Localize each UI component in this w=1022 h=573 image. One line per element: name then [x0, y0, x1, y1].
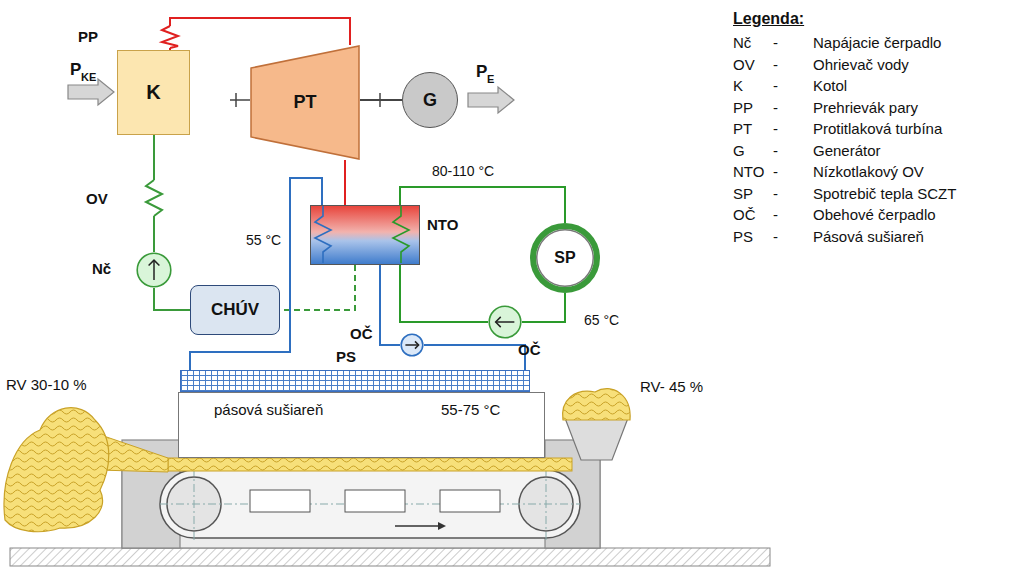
temperature-label: 55 °C [246, 232, 281, 248]
pump-arrow-head [496, 317, 501, 327]
heat-exchanger-box: NTO [310, 205, 420, 265]
hopper [565, 418, 628, 460]
pump-symbol [488, 305, 522, 339]
node-label: K [146, 81, 160, 104]
legend-entry: PP - Prehrievák pary [733, 99, 918, 116]
arrow-head [438, 522, 446, 530]
pipe-connector [400, 187, 565, 223]
temperature-label: 80-110 °C [432, 163, 494, 179]
legend-entry: PS - Pásová sušiareň [733, 228, 924, 245]
feed-pump: Nč [136, 252, 172, 288]
pump-symbol [400, 333, 424, 357]
heating-coil [393, 206, 409, 263]
wet-material-pile [563, 389, 631, 420]
pump-arrow-head [415, 341, 419, 348]
pipe-connector [190, 178, 322, 370]
belt-window [440, 490, 500, 512]
pipe-connector [424, 345, 525, 370]
node-label: G [423, 90, 437, 111]
heater-strip: PS [180, 370, 530, 392]
belt-direction-arrow [395, 525, 438, 527]
pump-arrow [496, 321, 515, 323]
pump-symbol [136, 252, 172, 288]
roller-axis [546, 468, 547, 540]
legend-entry: G - Generátor [733, 142, 881, 159]
turbine-trapezoid: PT [250, 45, 360, 160]
node-label: 55-75 °C [441, 401, 500, 418]
boiler-box: K [117, 50, 190, 135]
coil-symbols [311, 206, 418, 263]
pump-arrow-head [149, 260, 160, 265]
conveyor-belt [160, 470, 580, 538]
circulation-pump: OČ [488, 305, 522, 339]
legend-entry: PT - Protitlaková turbína [733, 120, 942, 137]
legend-entry: OV - Ohrievač vody [733, 56, 909, 73]
belt-window [345, 490, 405, 512]
belt-window [250, 490, 310, 512]
pipe-connector [344, 160, 346, 205]
generator-circle: G [402, 72, 458, 128]
legend-entry: OČ - Obehové čerpadlo [733, 206, 936, 223]
legend-entry: NTO - Nízkotlakový OV [733, 163, 924, 180]
legend-entry: K - Kotol [733, 77, 847, 94]
moisture-label: RV 30-10 % [6, 376, 87, 393]
node-label: pásová sušiareň [214, 401, 323, 418]
power-output-arrow [468, 87, 514, 113]
legend-entry: SP - Spotrebič tepla SCZT [733, 185, 956, 202]
node-label: CHÚV [211, 300, 259, 320]
superheater-zigzag [162, 26, 178, 48]
temperature-label: 65 °C [584, 312, 619, 328]
material-layer [168, 458, 572, 471]
roller-axis [194, 468, 195, 540]
legend-entry: Nč - Napájacie čerpadlo [733, 34, 941, 51]
pipe-connector [154, 288, 190, 310]
pump-circle [137, 253, 171, 287]
circulation-pump: OČ [400, 333, 424, 357]
dry-material-pile [4, 408, 109, 532]
node-label: Nč [92, 260, 111, 277]
power-subscript: E [487, 73, 494, 86]
node-label: OČ [350, 325, 373, 342]
power-subscript: KE [81, 71, 96, 84]
water-heater-zigzag [146, 180, 162, 216]
shaft [230, 99, 250, 101]
moisture-label: RV- 45 % [640, 378, 703, 395]
node-label: NTO [427, 216, 458, 233]
ground [10, 548, 770, 566]
zigzag-mask [145, 180, 163, 216]
component-label: OV [86, 190, 108, 207]
water-treatment-box: CHÚV [190, 285, 280, 335]
power-label: P [476, 62, 487, 82]
heat-consumer-ring: SP [530, 223, 600, 293]
shaft-tick [379, 93, 381, 107]
water-coil [315, 206, 331, 263]
pipe-connector [400, 265, 488, 322]
pump-arrow [153, 260, 155, 280]
node-label: PS [336, 348, 356, 365]
pipe-connector [280, 265, 355, 310]
power-label: P [70, 60, 81, 80]
pump-circle [489, 306, 521, 338]
dryer-frame [122, 458, 600, 548]
pump-circle [401, 334, 423, 356]
node-label: SP [554, 249, 575, 267]
pipe-connector [170, 18, 350, 50]
zigzag-mask [162, 26, 178, 48]
node-label: OČ [518, 341, 541, 358]
pipe-connector [380, 265, 400, 345]
turbine-outline [251, 46, 359, 159]
component-label: PP [78, 28, 98, 45]
dryer-housing: pásová sušiareň 55-75 °C [178, 392, 545, 458]
pipe-connector [360, 99, 402, 101]
legend-title: Legenda: [733, 10, 804, 28]
node-label: PT [293, 92, 316, 113]
shaft-tick [235, 93, 237, 107]
pipe-connector [522, 293, 565, 322]
pump-arrow [405, 344, 418, 346]
